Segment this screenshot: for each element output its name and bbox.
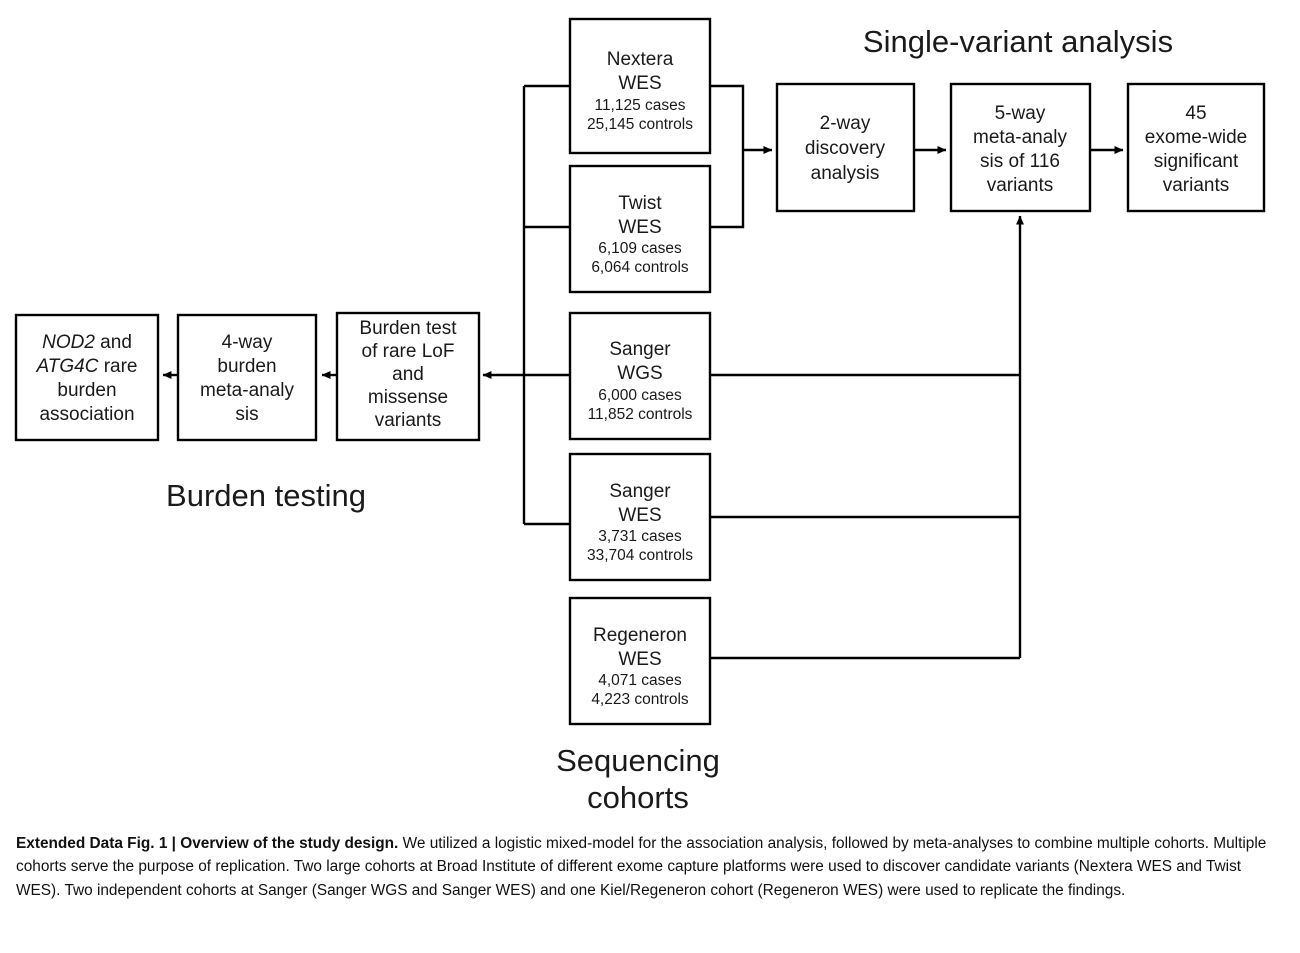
step-box-nod2-atg4c-association[interactable]: NOD2 and ATG4C rare burden association <box>14 313 160 442</box>
step-box-nod2-atg4c-association-frame <box>14 313 160 442</box>
nod2-atg4c-line-3: burden <box>57 380 116 401</box>
atg4c-line-suffix: rare <box>98 356 137 377</box>
nod2-line-suffix: and <box>95 332 132 353</box>
cohort-box-sanger-wgs[interactable]: Sanger WGS 6,000 cases 11,852 controls <box>568 311 712 441</box>
cohort-sanger-wes-controls: 33,704 controls <box>587 547 693 564</box>
five-way-meta-line-3: sis of 116 <box>980 151 1060 172</box>
burden-test-line-5: variants <box>375 410 442 431</box>
gene-name-atg4c: ATG4C <box>35 356 98 377</box>
cohort-box-sanger-wes[interactable]: Sanger WES 3,731 cases 33,704 controls <box>568 452 712 582</box>
figure-caption: Extended Data Fig. 1 | Overview of the s… <box>16 832 1274 902</box>
connector-discovery-merge <box>710 84 745 229</box>
section-title-burden-testing: Burden testing <box>166 478 366 513</box>
cohort-box-twist-wes-frame <box>568 164 712 294</box>
section-title-sequencing-cohorts-line1: Sequencing <box>556 743 720 778</box>
step-box-exome-wide-significant-frame <box>1126 82 1266 213</box>
nod2-atg4c-line-2: ATG4C rare <box>35 356 137 377</box>
nod2-atg4c-line-4: association <box>39 404 134 425</box>
burden-test-line-3: and <box>392 364 424 385</box>
exome-wide-line-1: 45 <box>1185 103 1206 124</box>
step-box-four-way-burden-meta[interactable]: 4-way burden meta-analy sis <box>176 313 318 442</box>
cohort-sanger-wgs-name-line1: Sanger <box>609 339 671 360</box>
four-way-burden-line-2: burden <box>217 356 276 377</box>
cohort-regeneron-wes-name-line2: WES <box>618 649 661 670</box>
cohort-box-twist-wes[interactable]: Twist WES 6,109 cases 6,064 controls <box>568 164 712 294</box>
cohort-box-regeneron-wes[interactable]: Regeneron WES 4,071 cases 4,223 controls <box>568 596 712 726</box>
gene-name-nod2: NOD2 <box>42 332 95 353</box>
five-way-meta-line-4: variants <box>987 175 1054 196</box>
cohort-sanger-wes-name-line2: WES <box>618 505 661 526</box>
cohort-nextera-wes-name-line2: WES <box>618 73 661 94</box>
exome-wide-line-3: significant <box>1154 151 1239 172</box>
four-way-burden-line-4: sis <box>235 404 258 425</box>
step-box-exome-wide-significant[interactable]: 45 exome-wide significant variants <box>1126 82 1266 213</box>
cohort-box-sanger-wes-frame <box>568 452 712 582</box>
cohort-twist-wes-name-line2: WES <box>618 217 661 238</box>
figure-area: Single-variant analysis Burden testing S… <box>14 17 1266 815</box>
cohort-nextera-wes-cases: 11,125 cases <box>594 97 685 114</box>
cohort-regeneron-wes-name-line1: Regeneron <box>593 625 687 646</box>
five-way-meta-line-2: meta-analy <box>973 127 1067 148</box>
step-box-burden-test-rare[interactable]: Burden test of rare LoF and missense var… <box>335 311 481 442</box>
cohort-nextera-wes-name-line1: Nextera <box>607 49 674 70</box>
burden-test-line-2: of rare LoF <box>362 341 455 362</box>
cohort-box-nextera-wes-frame <box>568 17 712 155</box>
step-box-burden-test-rare-frame <box>335 311 481 442</box>
four-way-burden-line-1: 4-way <box>222 332 273 353</box>
nod2-atg4c-line-1: NOD2 and <box>42 332 132 353</box>
step-box-two-way-discovery[interactable]: 2-way discovery analysis <box>775 82 916 213</box>
two-way-discovery-line-3: analysis <box>811 163 880 184</box>
cohort-nextera-wes-controls: 25,145 controls <box>587 116 693 133</box>
cohort-sanger-wgs-name-line2: WGS <box>617 363 662 384</box>
study-design-flowchart: Single-variant analysis Burden testing S… <box>14 17 1266 815</box>
cohort-regeneron-wes-cases: 4,071 cases <box>598 672 682 689</box>
step-box-two-way-discovery-frame <box>775 82 916 213</box>
section-title-single-variant: Single-variant analysis <box>863 24 1173 59</box>
step-box-five-way-meta[interactable]: 5-way meta-analy sis of 116 variants <box>949 82 1092 213</box>
cohort-box-sanger-wgs-frame <box>568 311 712 441</box>
five-way-meta-line-1: 5-way <box>995 103 1046 124</box>
two-way-discovery-line-2: discovery <box>805 138 886 159</box>
step-box-four-way-burden-meta-frame <box>176 313 318 442</box>
cohort-sanger-wes-cases: 3,731 cases <box>598 528 682 545</box>
four-way-burden-line-3: meta-analy <box>200 380 294 401</box>
exome-wide-line-2: exome-wide <box>1145 127 1247 148</box>
cohort-sanger-wes-name-line1: Sanger <box>609 481 671 502</box>
cohort-sanger-wgs-controls: 11,852 controls <box>588 406 693 423</box>
cohort-sanger-wgs-cases: 6,000 cases <box>598 387 682 404</box>
exome-wide-line-4: variants <box>1163 175 1230 196</box>
cohort-regeneron-wes-controls: 4,223 controls <box>591 691 689 708</box>
burden-test-line-1: Burden test <box>359 318 457 339</box>
figure-caption-label: Extended Data Fig. 1 | Overview of the s… <box>16 835 399 852</box>
cohort-box-regeneron-wes-frame <box>568 596 712 726</box>
two-way-discovery-line-1: 2-way <box>820 113 871 134</box>
figure-caption-body: We utilized a logistic mixed-model for t… <box>16 835 1267 899</box>
step-box-five-way-meta-frame <box>949 82 1092 213</box>
section-title-sequencing-cohorts-line2: cohorts <box>587 780 689 815</box>
cohort-box-nextera-wes[interactable]: Nextera WES 11,125 cases 25,145 controls <box>568 17 712 155</box>
cohort-twist-wes-cases: 6,109 cases <box>598 240 682 257</box>
cohort-twist-wes-controls: 6,064 controls <box>591 259 689 276</box>
burden-test-line-4: missense <box>368 387 448 408</box>
cohort-twist-wes-name-line1: Twist <box>618 193 662 214</box>
